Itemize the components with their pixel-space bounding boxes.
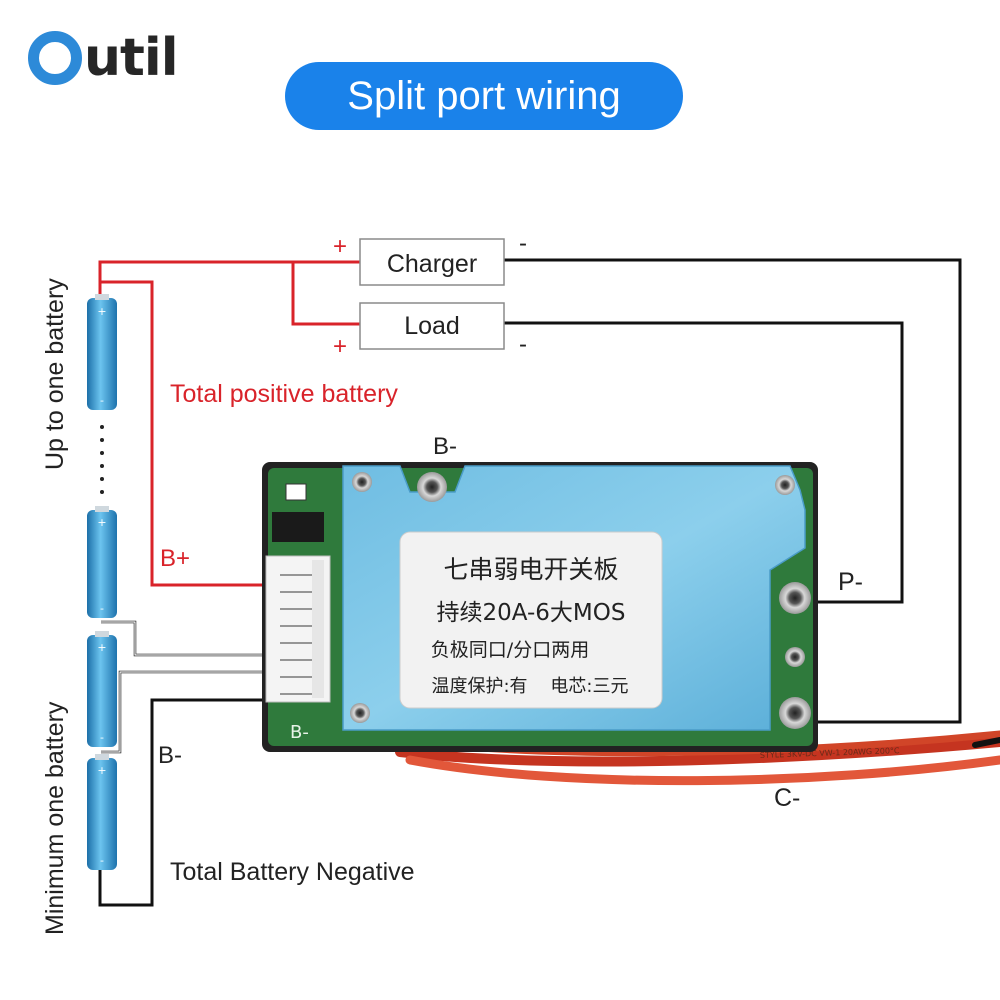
charger-minus-sign: - — [519, 230, 527, 257]
wire-load-negative — [504, 321, 904, 604]
battery-cell-3: + - — [87, 631, 117, 747]
bms-board: STYLE 3KV-DC VW-1 20AWG 200°C B- 七串弱电开关板… — [262, 462, 1000, 786]
load-plus-sign: + — [333, 333, 347, 360]
load-box — [359, 302, 505, 350]
sticker-line-3: 负极同口/分口两用 — [431, 639, 589, 661]
c-minus-label: C- — [774, 784, 800, 812]
pcb-component — [272, 512, 324, 542]
svg-text:+: + — [97, 641, 106, 654]
charger-plus-sign: + — [333, 233, 347, 260]
logo-text: util — [84, 28, 179, 88]
up-to-one-battery-label: Up to one battery — [41, 278, 69, 470]
sticker-line-2: 持续20A-6大MOS — [437, 600, 626, 626]
label-sticker — [399, 531, 663, 709]
svg-text:-: - — [100, 602, 104, 615]
svg-text:+: + — [97, 305, 106, 318]
outil-logo: util — [28, 28, 179, 88]
wire-total-positive — [98, 260, 360, 302]
svg-text:+: + — [97, 764, 106, 777]
b-minus-left-label: B- — [158, 742, 182, 769]
wire-total-negative — [98, 698, 268, 907]
charger-label: Charger — [387, 250, 477, 278]
board-screws — [350, 472, 811, 729]
wire-b-plus — [100, 280, 268, 587]
svg-text:+: + — [97, 516, 106, 529]
battery-cell-1: + - — [87, 294, 117, 410]
wire-load-positive — [291, 262, 360, 326]
svg-text:-: - — [100, 854, 104, 867]
b-minus-top-label: B- — [433, 433, 457, 460]
svg-text:-: - — [100, 731, 104, 744]
load-minus-sign: - — [519, 331, 527, 358]
charger-box — [359, 238, 505, 286]
balance-connector — [265, 555, 331, 703]
minimum-one-battery-label: Minimum one battery — [41, 701, 69, 935]
logo-o-ring — [28, 31, 82, 85]
page-title: Split port wiring — [285, 62, 683, 130]
sticker-line-1: 七串弱电开关板 — [443, 555, 618, 584]
battery-cell-2: + - — [87, 506, 117, 618]
balance-wires — [101, 620, 268, 754]
negative-wires — [98, 258, 962, 907]
battery-ellipsis-dots — [100, 425, 104, 494]
svg-text:-: - — [100, 394, 104, 407]
battery-cell-4: + - — [87, 754, 117, 870]
load-label: Load — [404, 312, 460, 340]
b-plus-label: B+ — [160, 545, 190, 572]
balance-wires-inner — [101, 621, 268, 753]
positive-wires — [98, 260, 360, 587]
wire-charger-negative — [504, 258, 962, 724]
sticker-line-4: 温度保护:有 电芯:三元 — [431, 676, 628, 697]
pcb-b-minus-marking: B- — [290, 722, 309, 743]
total-positive-label: Total positive battery — [170, 380, 398, 408]
p-minus-label: P- — [838, 568, 863, 596]
total-negative-label: Total Battery Negative — [170, 858, 415, 886]
